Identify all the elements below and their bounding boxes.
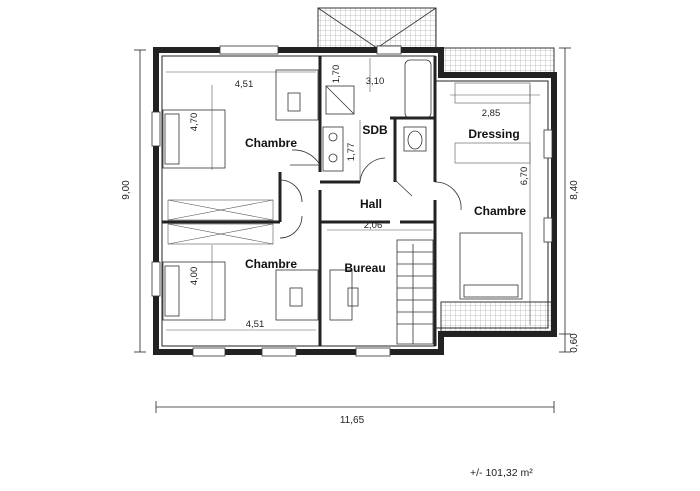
bed-right [459,232,523,300]
dim-chambre-bottom-width: 4,51 [246,319,265,330]
dim-overall-height-left: 9,00 [121,180,132,200]
dim-sdb-width: 3,10 [366,76,385,87]
dim-right-room-height: 6,70 [519,167,530,186]
doors [279,149,462,239]
wardrobes [167,82,531,245]
room-label-dressing: Dressing [468,127,519,141]
room-label-chambre-bottom-left: Chambre [245,257,297,271]
room-label-chambre-right: Chambre [474,204,526,218]
dim-sdb-height: 1,77 [346,143,357,162]
terrace-right-bottom [440,301,555,335]
room-label-chambre-top-left: Chambre [245,136,297,150]
room-label-hall: Hall [360,197,382,211]
dim-sdb-top: 1,70 [331,65,342,84]
terrace-right-top [440,47,555,76]
bathroom-fixtures [322,59,432,172]
dim-overhang: 0,60 [569,333,580,353]
bed-bottom-left [162,261,226,321]
bed-top-left [162,109,226,169]
exterior-dimension-lines [134,47,571,413]
staircase [396,239,434,345]
dim-overall-width: 11,65 [340,415,365,426]
room-label-bureau: Bureau [344,261,385,275]
dim-chambre-top-width: 4,51 [235,79,254,90]
dim-overall-height-right: 8,40 [569,180,580,200]
dim-dressing-width: 2,85 [482,108,501,119]
dim-chambre-top-height: 4,70 [189,113,200,132]
dim-chambre-bottom-height: 4,00 [189,267,200,286]
dim-hall-width: 2,06 [364,220,383,231]
room-label-sdb: SDB [362,123,388,137]
balcony-top [317,7,437,49]
interior-walls [162,56,437,346]
windows [151,45,553,357]
internal-dimension-lines [166,58,540,331]
desks [275,69,359,321]
surface-area: +/- 101,32 m² [470,467,533,479]
